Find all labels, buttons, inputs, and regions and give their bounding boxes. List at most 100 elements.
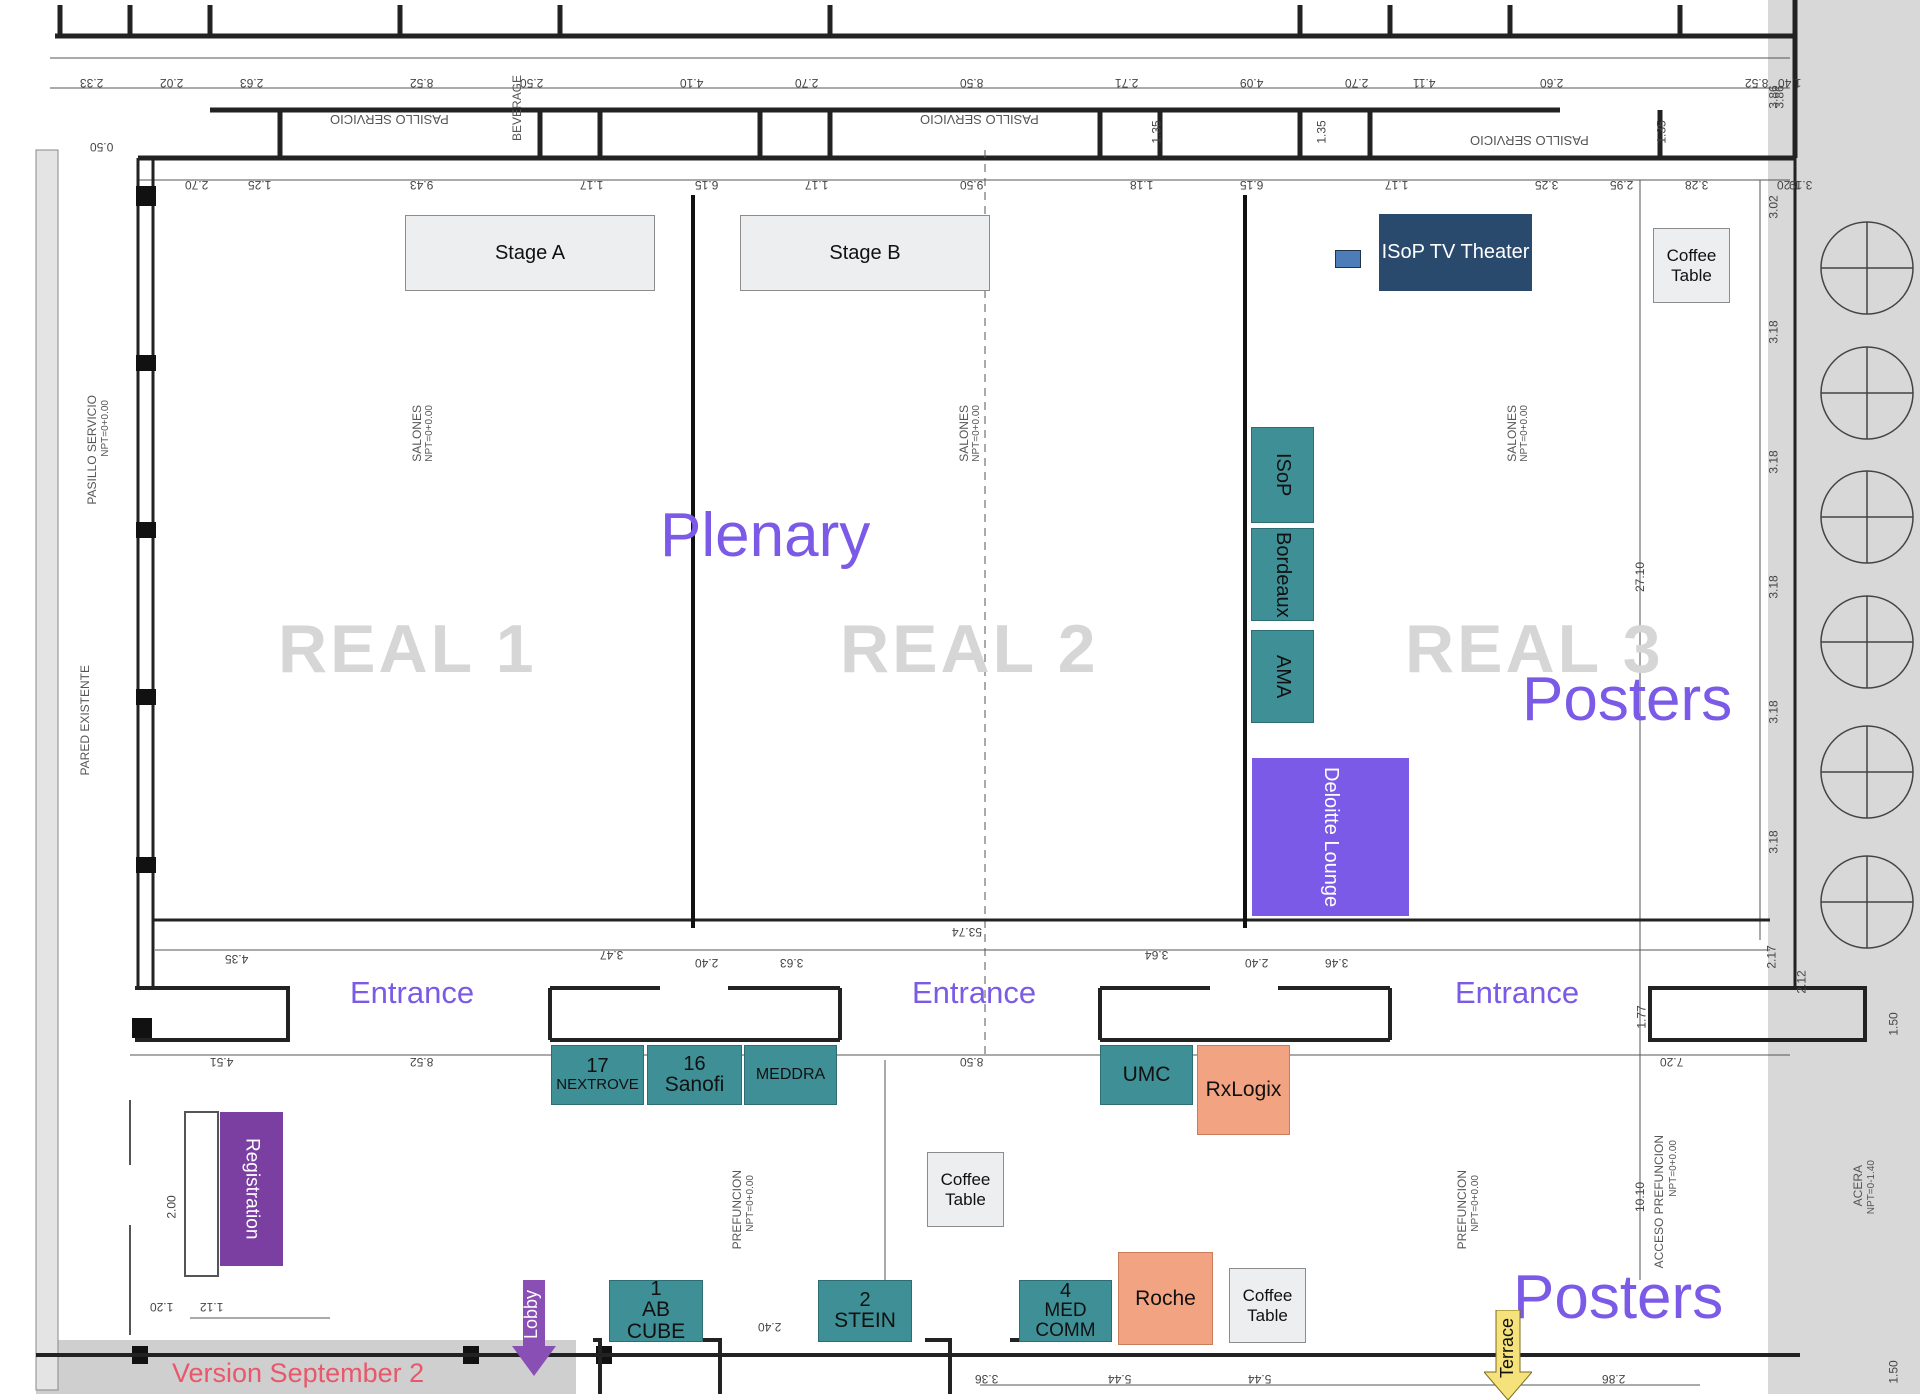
booth-number: 4 [1059, 1279, 1072, 1302]
dimension-value: 8.52 [410, 1055, 434, 1069]
dimension-value: 1.35 [1149, 120, 1164, 144]
dimension-value: 7.20 [1660, 1055, 1684, 1069]
dimension-value: 2.17 [1764, 945, 1779, 969]
coffee-table-label: Coffee Table [940, 1169, 991, 1209]
dimension-value: 6.15 [1240, 178, 1264, 192]
dimension-value: 2.70 [185, 178, 209, 192]
plan-label-npt-1: NPT=0+0.00 [424, 405, 435, 462]
dimension-value: 3.46 [1325, 956, 1349, 970]
dimension-value: 6.15 [695, 178, 719, 192]
stage-b: Stage B [740, 215, 990, 291]
dimension-value: 8.50 [960, 1055, 984, 1069]
dimension-value: 3.18 [1766, 320, 1781, 344]
dimension-value: 1.17 [580, 178, 604, 192]
booth-number: 2 [859, 1288, 871, 1311]
dimension-value: 5.44 [1108, 1372, 1132, 1386]
registration-desk: Registration [220, 1112, 283, 1266]
dimension-value: 3.28 [1685, 178, 1709, 192]
booth-meddra: MEDDRA [744, 1045, 837, 1105]
coffee-table-label: Coffee Table [1666, 245, 1717, 285]
plan-label-acera-npt: NPT=0-1.40 [1866, 1160, 1877, 1215]
stage-a-label: Stage A [494, 241, 566, 264]
plan-label-salones-1: SALONES [410, 405, 424, 462]
dimension-lines [50, 57, 1790, 1386]
booth-number: 17 [586, 1055, 609, 1077]
booth-bordeaux: Bordeaux [1251, 528, 1314, 621]
booth-label: ISoP [1272, 453, 1294, 497]
dimension-value: 10.10 [1633, 1181, 1648, 1213]
dimension-value: 1.50 [1886, 1360, 1901, 1384]
salon-columns [132, 186, 612, 1364]
plan-label-npt-5: NPT=0+0.00 [1470, 1175, 1481, 1232]
version-strip [36, 1340, 576, 1394]
room-label-real-3: REAL 3 [1405, 611, 1664, 687]
booth-17-nextrove: 17 NEXTROVE [551, 1045, 644, 1105]
stage-b-label: Stage B [829, 241, 901, 264]
dimension-value: 3.19 [1789, 178, 1813, 192]
dimension-value: 4.11 [1413, 76, 1436, 90]
dimension-value: 1.20 [150, 1300, 174, 1314]
stage-a: Stage A [405, 215, 655, 291]
dimension-value: 2.63 [240, 76, 264, 90]
plan-label-pasillo-servicio-west: PASILLO SERVICIO [85, 395, 99, 505]
exterior-stairs [1820, 221, 1914, 949]
plan-label-prefuncion-2: PREFUNCION [1455, 1170, 1469, 1250]
registration-label: Registration [241, 1138, 263, 1240]
registration-frame [129, 1100, 219, 1335]
dimension-value: 3.18 [1766, 700, 1781, 724]
service-corridor-walls [55, 0, 1798, 161]
booth-name: MEDDRA [755, 1066, 826, 1083]
booth-label: Bordeaux [1272, 531, 1294, 618]
booth-isop: ISoP [1251, 427, 1314, 523]
dimension-value: 3.47 [600, 948, 624, 962]
booth-4-med-comm: 4 MED COMM [1019, 1280, 1112, 1342]
dimension-value: 1.17 [1385, 178, 1409, 192]
salon-walls [136, 158, 1797, 990]
plan-label-salones-3: SALONES [1505, 405, 1519, 462]
dimension-value: 3.18 [1766, 450, 1781, 474]
plan-label-npt-3: NPT=0+0.00 [1519, 405, 1530, 462]
booth-umc: UMC [1100, 1045, 1193, 1105]
entrance-frames [135, 986, 1867, 1042]
dimension-value: 5.44 [1248, 1372, 1272, 1386]
booth-name: MED COMM [1035, 1299, 1096, 1341]
dimension-value: 3.18 [1766, 830, 1781, 854]
room-label-real-1: REAL 1 [278, 611, 537, 687]
coffee-table-bottom-right: Coffee Table [1229, 1268, 1306, 1343]
booth-16-sanofi: 16 Sanofi [647, 1045, 742, 1105]
dimension-value: 1.35 [1314, 120, 1329, 144]
dimension-value: 1.17 [805, 178, 829, 192]
booth-ama: AMA [1251, 630, 1314, 723]
booth-name: Roche [1135, 1286, 1196, 1310]
dimension-value: 4.35 [225, 952, 249, 966]
dimension-value: 8.52 [1745, 76, 1769, 90]
lounge-label: Deloitte Lounge [1320, 766, 1342, 908]
terrace-label: Terrace [1497, 1318, 1517, 1379]
dimension-value: 3.86 [1772, 85, 1787, 109]
booth-label: AMA [1272, 654, 1294, 699]
booth-name: RxLogix [1205, 1078, 1282, 1101]
dimension-value: 2.70 [795, 76, 819, 90]
dimension-value: 2.71 [1115, 76, 1139, 90]
dimension-value: 1.18 [1130, 178, 1154, 192]
dimension-value: 9.43 [410, 178, 434, 192]
zone-label-plenary: Plenary [660, 501, 871, 570]
dimension-value: 2.12 [1794, 970, 1809, 994]
booth-name: AB CUBE [626, 1297, 686, 1343]
coffee-table-center: Coffee Table [927, 1152, 1004, 1227]
terrace-arrow-icon [1484, 1310, 1532, 1400]
air-wall-partitions [691, 195, 1247, 928]
dimension-value: 27.10 [1633, 561, 1648, 593]
zone-label-posters-bottom: Posters [1513, 1263, 1724, 1332]
plan-label-pasillo-servicio-3: PASILLO SERVICIO [1470, 133, 1589, 148]
dimension-value: 9.50 [960, 178, 984, 192]
dimension-value: 4.09 [1240, 76, 1264, 90]
dimension-value: 0.50 [90, 140, 114, 154]
dimension-value: 53.74 [952, 925, 983, 939]
booth-1-ab-cube: 1 AB CUBE [609, 1279, 703, 1343]
booth-name: Sanofi [664, 1072, 725, 1096]
dimension-value: 2.70 [1345, 76, 1369, 90]
deloitte-lounge: Deloitte Lounge [1252, 758, 1409, 916]
dimension-value: 2.95 [1610, 178, 1634, 192]
entrance-label-2: Entrance [912, 975, 1037, 1010]
